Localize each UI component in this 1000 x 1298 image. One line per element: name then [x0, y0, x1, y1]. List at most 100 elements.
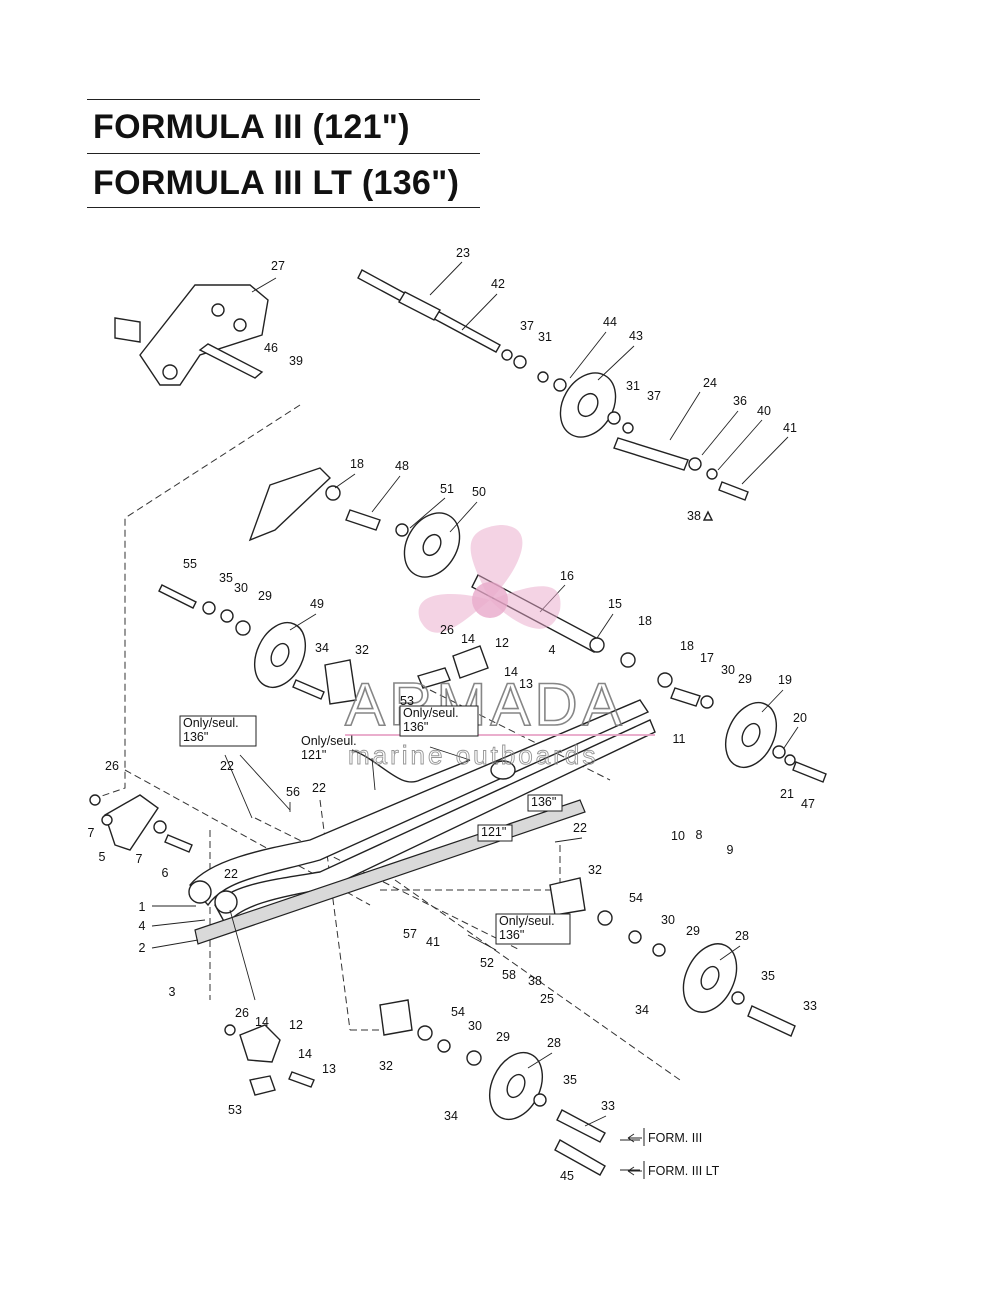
- part-callout: 22: [312, 781, 326, 795]
- part-callout: 3: [169, 985, 176, 999]
- part-callout: 26: [105, 759, 119, 773]
- part-callout: 5: [99, 850, 106, 864]
- part-callout: 35: [761, 969, 775, 983]
- part-callout: 12: [289, 1018, 303, 1032]
- part-callout: 41: [783, 421, 797, 435]
- watermark-brand: ARMADA: [345, 671, 626, 738]
- part-callout: 38: [528, 974, 542, 988]
- part-callout: 57: [403, 927, 417, 941]
- note-line: 136": [183, 730, 208, 744]
- part-callout: 33: [601, 1099, 615, 1113]
- part-callout: 34: [635, 1003, 649, 1017]
- part-callout: 40: [757, 404, 771, 418]
- note-line: Only/seul.: [403, 706, 459, 720]
- part-callout: 44: [603, 315, 617, 329]
- part-callout: 12: [495, 636, 509, 650]
- part-callout: 58: [502, 968, 516, 982]
- note-line: Only/seul.: [301, 734, 357, 748]
- note-line: 136": [403, 720, 428, 734]
- note-box: [399, 705, 479, 737]
- rear-blocks: [224, 645, 489, 1096]
- part-callout: 13: [322, 1062, 336, 1076]
- note-box: [495, 913, 571, 945]
- part-callout: 35: [563, 1073, 577, 1087]
- part-callout: 30: [721, 663, 735, 677]
- propeller-logo: [418, 525, 561, 633]
- note-box: [527, 794, 563, 812]
- part-callout: 15: [608, 597, 622, 611]
- title-rule-top: [87, 99, 480, 100]
- model-notes: Only/seul.136"Only/seul.136"Only/seul.12…: [179, 705, 571, 945]
- part-callout: 30: [468, 1019, 482, 1033]
- part-callout: 54: [629, 891, 643, 905]
- part-callout: 4: [139, 919, 146, 933]
- part-callout: 18: [350, 457, 364, 471]
- part-callout: 14: [298, 1047, 312, 1061]
- part-callout: 56: [286, 785, 300, 799]
- part-callout: 24: [703, 376, 717, 390]
- part-callout: 48: [395, 459, 409, 473]
- part-callout: 42: [491, 277, 505, 291]
- part-callout: 30: [234, 581, 248, 595]
- part-callout: 7: [88, 826, 95, 840]
- part-callout: 22: [573, 821, 587, 835]
- part-callout: 38: [687, 509, 701, 523]
- part-callout: 29: [258, 589, 272, 603]
- note-box: [179, 715, 257, 747]
- reference-arrow: [627, 1166, 642, 1176]
- part-callout: 43: [629, 329, 643, 343]
- part-callout: 52: [480, 956, 494, 970]
- model-reference: FORM. III LT: [627, 1161, 720, 1179]
- part-callout: 6: [162, 866, 169, 880]
- part-callout: 32: [355, 643, 369, 657]
- part-callout: 18: [638, 614, 652, 628]
- part-callout: 46: [264, 341, 278, 355]
- note-box: [477, 824, 513, 842]
- lower-wheels: [379, 877, 796, 1176]
- part-callout: 54: [451, 1005, 465, 1019]
- reference-label: FORM. III: [648, 1131, 702, 1145]
- part-callout: 47: [801, 797, 815, 811]
- part-callout: 28: [735, 929, 749, 943]
- upper-shaft: [357, 269, 501, 353]
- note-line: Only/seul.: [499, 914, 555, 928]
- part-callout: 26: [440, 623, 454, 637]
- part-callout: 45: [560, 1169, 574, 1183]
- model-note: Only/seul.136": [495, 913, 571, 945]
- part-callout: 37: [520, 319, 534, 333]
- part-callout: 13: [519, 677, 533, 691]
- idler-wheel-50: [248, 467, 461, 578]
- armada-watermark: ARMADA marine outboards: [344, 525, 655, 770]
- reference-label: FORM. III LT: [648, 1164, 720, 1178]
- part-callout: 7: [136, 852, 143, 866]
- part-callout: 10: [671, 829, 685, 843]
- side-wheel-49: [158, 584, 325, 700]
- part-callout: 29: [686, 924, 700, 938]
- part-callout: 2: [139, 941, 146, 955]
- part-callout: 23: [456, 246, 470, 260]
- rear-arm-bracket: [114, 284, 269, 386]
- model-note: Only/seul.121": [301, 734, 357, 762]
- part-callout: 31: [538, 330, 552, 344]
- title-formula-iii-lt: FORMULA III LT (136"): [93, 164, 460, 202]
- model-references: FORM. III FORM. III LT: [627, 1128, 720, 1179]
- part-callout: 9: [727, 843, 734, 857]
- note-line: 121": [301, 748, 326, 762]
- part-callout: 25: [540, 992, 554, 1006]
- part-callout: 29: [738, 672, 752, 686]
- model-note: 121": [477, 824, 513, 842]
- note-line: 121": [481, 825, 506, 839]
- part-callout: 32: [588, 863, 602, 877]
- spacer-and-bolt-upper: [613, 437, 749, 521]
- part-callout: 17: [700, 651, 714, 665]
- part-callout: 22: [224, 867, 238, 881]
- part-callout: 18: [680, 639, 694, 653]
- part-callout: 16: [560, 569, 574, 583]
- part-callout: 36: [733, 394, 747, 408]
- part-callout: 49: [310, 597, 324, 611]
- part-callout: 26: [235, 1006, 249, 1020]
- note-line: 136": [531, 795, 556, 809]
- model-note: Only/seul.136": [399, 705, 479, 737]
